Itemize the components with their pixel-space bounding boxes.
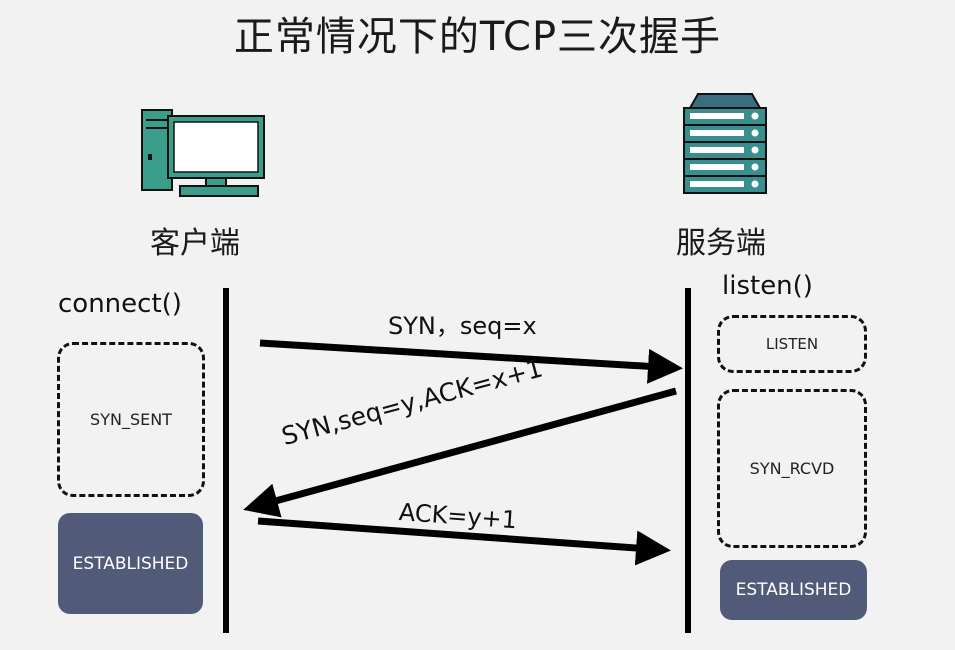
- server-call: listen(): [722, 271, 813, 301]
- server-icon: [683, 93, 767, 194]
- client-lifeline: [223, 288, 229, 633]
- computer-icon: [141, 109, 265, 197]
- client-call: connect(): [58, 289, 182, 319]
- server-state-syn-rcvd: SYN_RCVD: [717, 389, 867, 548]
- server-label: 服务端: [676, 226, 766, 261]
- syn-label: SYN，seq=x: [388, 312, 537, 340]
- diagram-title: 正常情况下的TCP三次握手: [233, 14, 722, 60]
- client-state-established: ESTABLISHED: [58, 513, 203, 614]
- server-lifeline: [685, 288, 691, 633]
- client-label: 客户端: [150, 226, 240, 261]
- syn-ack-arrow: [243, 387, 677, 518]
- server-state-established: ESTABLISHED: [720, 560, 867, 620]
- syn-arrow: [259, 339, 683, 384]
- client-state-syn-sent: SYN_SENT: [57, 342, 205, 497]
- server-state-listen: LISTEN: [717, 315, 867, 373]
- ack-arrow: [257, 517, 671, 566]
